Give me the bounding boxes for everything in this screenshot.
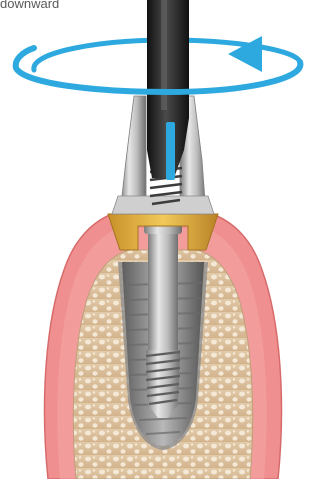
abutment-screw-shank — [148, 230, 178, 350]
driver-indicator-stripe — [166, 122, 175, 180]
screw-threads — [146, 350, 180, 418]
